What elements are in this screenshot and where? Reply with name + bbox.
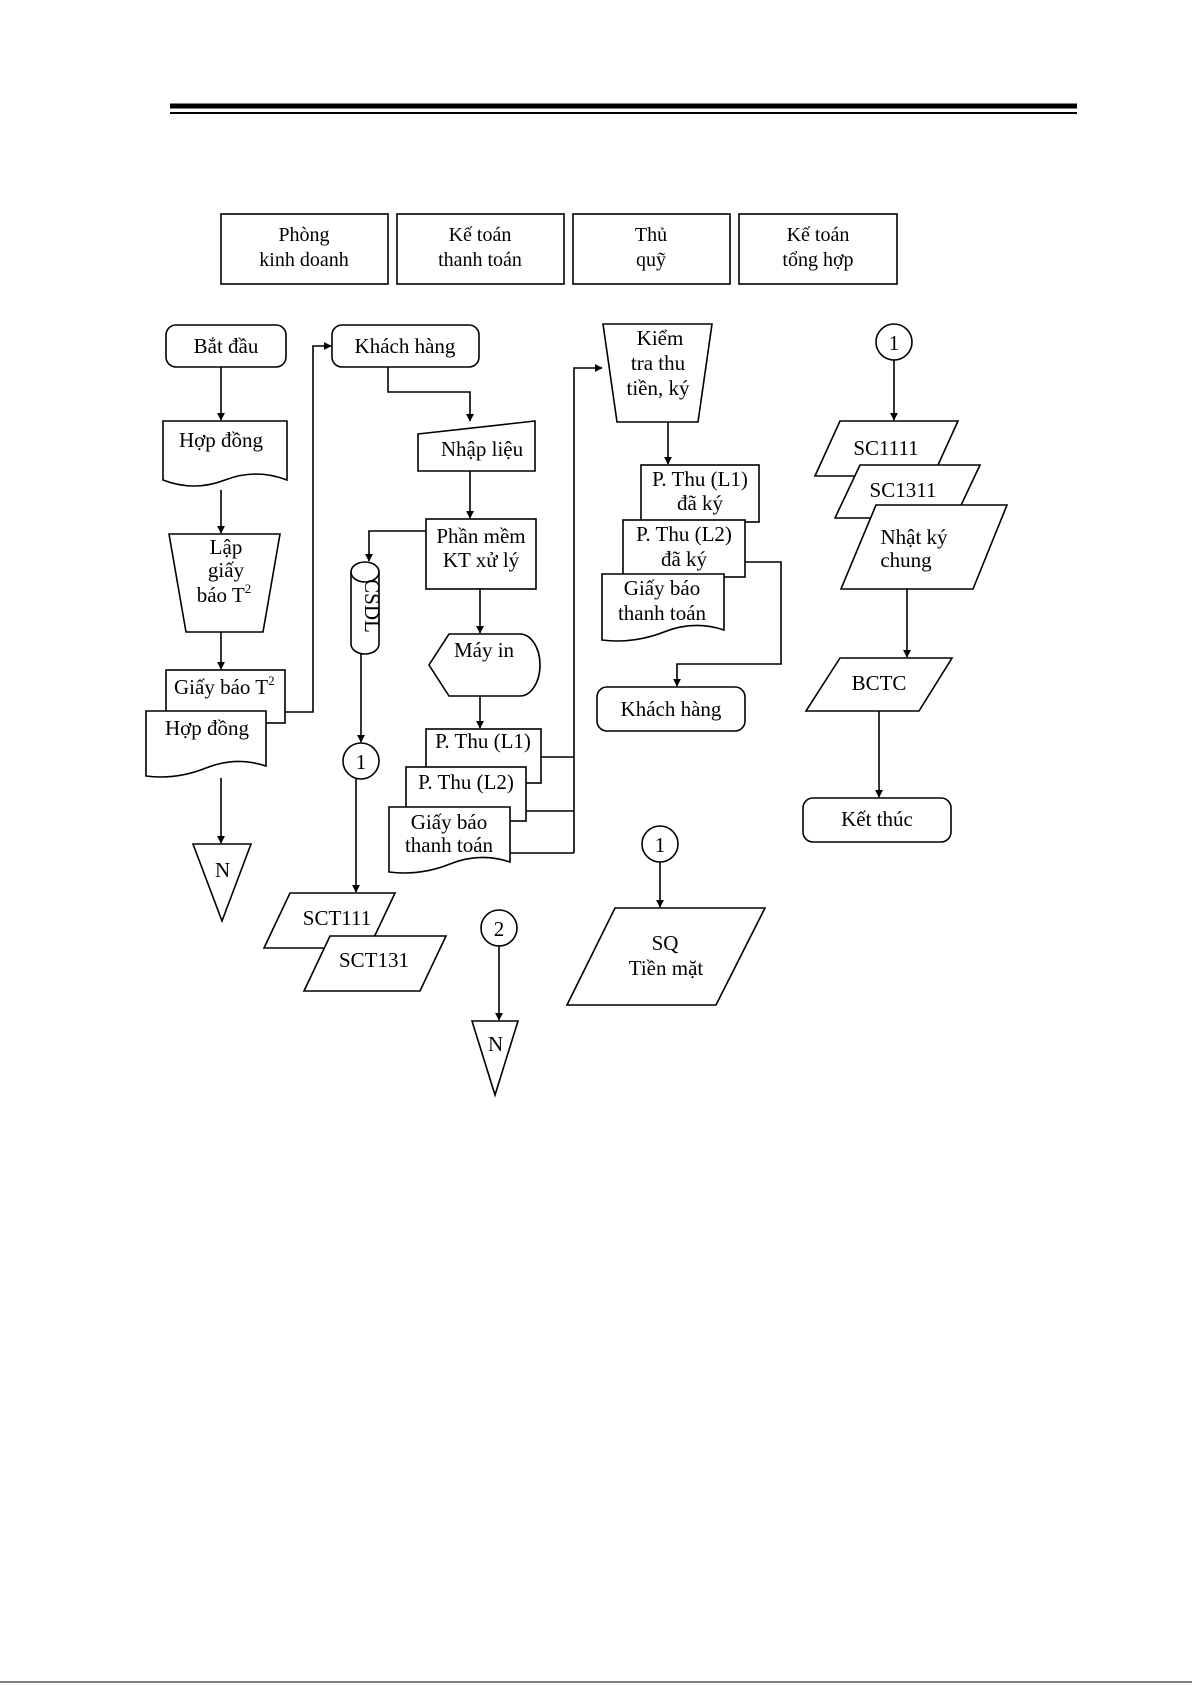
contract-document-label: Hợp đồng	[179, 428, 264, 452]
prepare-line3: báo T	[197, 583, 245, 607]
connector-1-payment-label: 1	[356, 750, 367, 774]
contract-document-copy-label: Hợp đồng	[165, 716, 250, 740]
lane-header-payment-line1: Kế toán	[449, 224, 512, 246]
connector-1-general: 1	[875, 323, 913, 361]
cash-book-data: SQ Tiền mặt	[565, 907, 767, 1006]
signed-receipt-l2-line2: đã ký	[661, 547, 708, 571]
ledger-sc1111: SC1111	[813, 420, 960, 477]
page-header-rule	[170, 103, 1077, 114]
connector-1-payment: 1	[342, 742, 380, 780]
signed-receipt-l1-line1: P. Thu (L1)	[652, 467, 748, 491]
general-journal: Nhật ký chung	[839, 504, 1009, 590]
signed-payment-notice-line2: thanh toán	[618, 601, 707, 625]
connector-2-payment: 2	[480, 909, 518, 947]
end-label: Kết thúc	[841, 807, 913, 831]
ledger-sct131-label: SCT131	[339, 948, 409, 972]
contract-document-copy: Hợp đồng	[145, 710, 267, 778]
lane-header-cashier-line1: Thủ	[635, 224, 667, 246]
connector-1-cashier: 1	[641, 825, 679, 863]
contract-document: Hợp đồng	[162, 420, 288, 487]
general-journal-line1: Nhật ký	[880, 525, 948, 549]
customer-terminator: Khách hàng	[331, 324, 480, 368]
prepare-notice-manual-op: Lập giấy báo T2	[168, 533, 281, 633]
printer-display: Máy in	[428, 633, 541, 697]
connector-2-payment-label: 2	[494, 917, 505, 941]
financial-reports: BCTC	[804, 657, 954, 712]
lane-header-payment-line2: thanh toán	[438, 249, 522, 271]
customer-terminator-cashier: Khách hàng	[596, 686, 746, 732]
connector-1-cashier-label: 1	[655, 833, 666, 857]
cash-book-line1: SQ	[652, 931, 679, 955]
svg-text:báo T2: báo T2	[197, 581, 252, 607]
arrow-signed-to-customer	[673, 561, 782, 687]
receipt-l1-label: P. Thu (L1)	[435, 729, 531, 753]
signed-receipt-l1: P. Thu (L1) đã ký	[640, 464, 760, 523]
software-line2: KT xử lý	[443, 548, 520, 572]
check-payment-manual-op: Kiểm tra thu tiền, ký	[602, 323, 713, 423]
arrow-sales-to-customer	[285, 342, 332, 713]
ledger-sct111-label: SCT111	[303, 906, 371, 930]
general-journal-line2: chung	[880, 548, 932, 572]
ledger-sc1111-label: SC1111	[853, 436, 918, 460]
end-terminator: Kết thúc	[802, 797, 952, 843]
signed-payment-notice-line1: Giấy báo	[624, 576, 700, 600]
check-line2: tra thu	[631, 351, 686, 375]
software-process: Phần mềm KT xử lý	[425, 518, 537, 590]
lane-header-sales-line2: kinh doanh	[259, 249, 348, 271]
file-storage-payment-label: N	[488, 1032, 503, 1056]
lane-header-payment-accounting: Kế toán thanh toán	[396, 213, 565, 285]
svg-text:Giấy báo T2: Giấy báo T2	[174, 673, 275, 699]
lane-header-general-accounting: Kế toán tổng hợp	[738, 213, 898, 285]
lane-header-cashier: Thủ quỹ	[572, 213, 731, 285]
prepare-line2: giấy	[208, 558, 245, 582]
customer-label: Khách hàng	[355, 334, 456, 358]
start-label: Bắt đầu	[194, 334, 259, 358]
customer-cashier-label: Khách hàng	[621, 697, 722, 721]
arrow-customer-to-entry	[387, 367, 474, 422]
ledger-sc1311-label: SC1311	[870, 478, 937, 502]
lane-header-general-line2: tổng hợp	[782, 249, 853, 271]
signed-receipt-l2-line1: P. Thu (L2)	[636, 522, 732, 546]
database-label: CSDL	[360, 579, 384, 633]
prepare-sup: 2	[245, 581, 252, 596]
data-entry-manual-input: Nhập liệu	[417, 420, 536, 472]
cash-book-line2: Tiền mặt	[629, 956, 704, 980]
receipt-l2-label: P. Thu (L2)	[418, 770, 514, 794]
lane-header-sales: Phòng kinh doanh	[220, 213, 389, 285]
financial-reports-label: BCTC	[852, 671, 907, 695]
payment-notice-line2: thanh toán	[405, 833, 494, 857]
arrow-receipts-to-cashier	[510, 364, 603, 854]
software-line1: Phần mềm	[436, 524, 525, 548]
signed-receipt-l1-line2: đã ký	[677, 491, 724, 515]
connector-1-general-label: 1	[889, 331, 900, 355]
data-entry-label: Nhập liệu	[441, 437, 524, 461]
arrow-software-to-database	[365, 530, 426, 562]
lane-header-general-line1: Kế toán	[787, 224, 850, 246]
notice-document-label: Giấy báo T	[174, 675, 268, 699]
printer-label: Máy in	[454, 638, 515, 662]
payment-notice-document: Giấy báo thanh toán	[388, 806, 511, 874]
signed-payment-notice: Giấy báo thanh toán	[601, 573, 725, 642]
prepare-line1: Lập	[210, 535, 243, 559]
lane-header-cashier-line2: quỹ	[636, 249, 666, 271]
file-storage-sales-label: N	[215, 858, 230, 882]
file-storage-sales: N	[191, 843, 253, 924]
lane-header-sales-line1: Phòng	[278, 224, 329, 246]
start-terminator: Bắt đầu	[165, 324, 287, 368]
check-line3: tiền, ký	[627, 376, 690, 400]
notice-document-sup: 2	[268, 673, 275, 688]
payment-notice-line1: Giấy báo	[411, 810, 487, 834]
signed-receipt-l2: P. Thu (L2) đã ký	[622, 519, 746, 578]
ledger-sct131: SCT131	[302, 935, 448, 992]
file-storage-payment: N	[470, 1020, 520, 1098]
database-storage: CSDL	[350, 561, 384, 655]
check-line1: Kiểm	[637, 326, 684, 350]
